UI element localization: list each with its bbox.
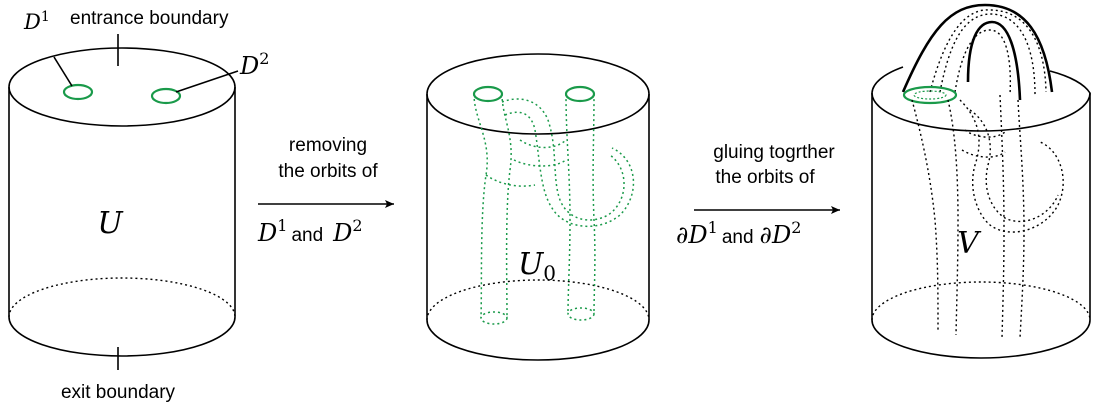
arrow2-line2: the orbits of bbox=[715, 167, 815, 188]
arrow2-head bbox=[831, 206, 840, 214]
arrow1-line2: the orbits of bbox=[278, 161, 378, 182]
opening-d2 bbox=[564, 85, 596, 103]
label-u0: U0 bbox=[518, 247, 556, 285]
opening-d1 bbox=[472, 85, 504, 103]
label-d2: D2 bbox=[239, 49, 269, 80]
cylinder-u0: U0 bbox=[426, 53, 650, 361]
bottom-opening-2 bbox=[567, 307, 595, 321]
label-v: V bbox=[957, 226, 982, 261]
glued-disk bbox=[902, 85, 958, 105]
cylinder-u0-top bbox=[426, 53, 650, 135]
leader-d2 bbox=[175, 70, 239, 93]
cylinder-v-bottom-back bbox=[871, 281, 1091, 321]
label-exit-boundary: exit boundary bbox=[61, 382, 176, 403]
glued-disk-inner bbox=[913, 90, 947, 100]
cylinder-v-top-front bbox=[871, 70, 1091, 132]
cylinder-u-top bbox=[8, 47, 236, 127]
cylinder-u: D1 entrance boundary D2 U exit boundary bbox=[8, 8, 269, 403]
glued-handle bbox=[901, 3, 1054, 101]
cylinder-u0-bottom-front bbox=[426, 319, 650, 361]
arrow1-head bbox=[385, 200, 394, 208]
cylinder-v-bottom-front bbox=[871, 319, 1091, 359]
leader-d1 bbox=[53, 56, 73, 87]
cylinder-v: V bbox=[871, 3, 1091, 359]
cylinder-u0-bottom-back bbox=[426, 279, 650, 321]
disk-d1 bbox=[62, 83, 94, 101]
removed-orbit-tubes bbox=[473, 93, 635, 319]
disk-d2 bbox=[150, 87, 182, 105]
label-u: U bbox=[97, 206, 124, 241]
label-entrance-boundary: entrance boundary bbox=[70, 8, 229, 29]
bottom-opening-1 bbox=[480, 311, 508, 325]
interior-orbits bbox=[911, 94, 1064, 339]
cylinder-u-bottom-back bbox=[8, 277, 236, 318]
arrow2-line1: gluing togrther bbox=[713, 142, 835, 163]
label-d1: D1 bbox=[23, 9, 50, 34]
cylinder-u-bottom-front bbox=[8, 316, 236, 357]
cylinder-v-top-left bbox=[871, 66, 904, 94]
arrow1-line1: removing bbox=[289, 135, 367, 156]
